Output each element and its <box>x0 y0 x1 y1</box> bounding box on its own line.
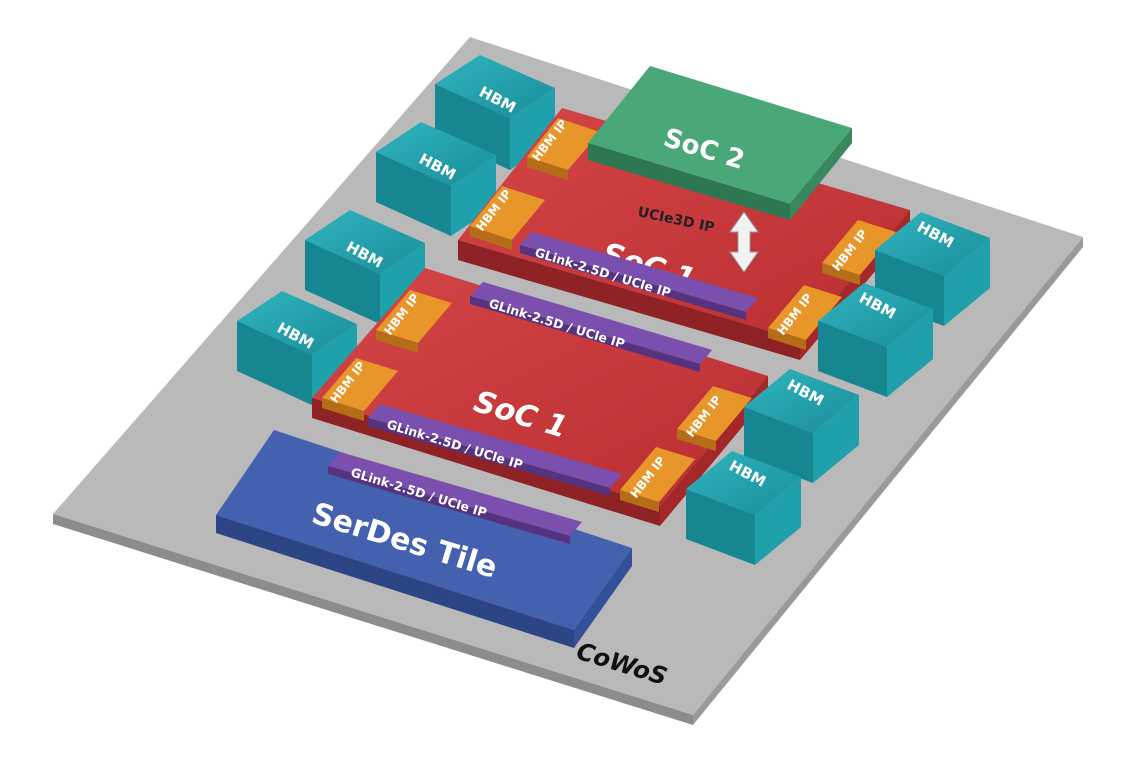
ucie3d-arrow-icon <box>729 211 759 273</box>
hbm-stack-left-4: HBM <box>237 291 357 405</box>
hbm-stack-right-2: HBM <box>818 283 933 397</box>
cowos-substrate-edge-right <box>693 237 1083 725</box>
hbm-stack-left-2: HBM <box>376 122 496 236</box>
cowos-substrate-edge <box>53 514 693 725</box>
glink-middle-upper-overlay <box>470 282 712 372</box>
soc2-die: SoC 2 <box>588 66 852 220</box>
hbm-stack-right-3: HBM <box>744 369 859 483</box>
hbm-stack-right-4: HBM <box>686 451 801 565</box>
serdes-tile: SerDes Tile <box>216 430 632 648</box>
hbm-stack-left-3: HBM <box>305 210 425 324</box>
hbm-ip-top-right-1: HBM IP <box>822 220 896 285</box>
hbm-stack-left-1: HBM <box>435 55 555 170</box>
